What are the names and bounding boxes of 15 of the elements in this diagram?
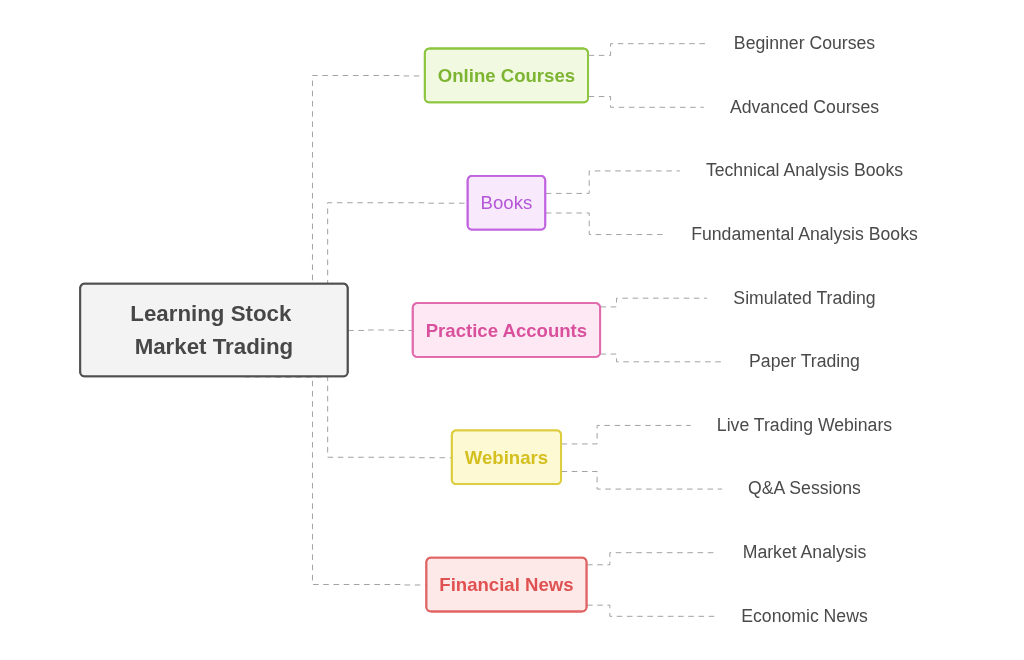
- node-text: Paper Trading: [749, 351, 860, 371]
- connector: [545, 170, 681, 194]
- node-text: Market Analysis: [742, 542, 867, 562]
- node-text: Q&A Sessions: [748, 478, 861, 499]
- connector: [561, 471, 723, 490]
- node-text: Economic News: [741, 605, 868, 626]
- node-text: Fundamental Analysis Books: [691, 224, 918, 244]
- node-text: Simulated Trading: [733, 287, 876, 308]
- connector: [588, 96, 705, 108]
- connector: [586, 604, 716, 617]
- node-text: Live Trading Webinars: [716, 414, 893, 435]
- node-text: Advanced Courses: [729, 96, 880, 117]
- node-text: Technical Analysis Books: [705, 160, 904, 180]
- connector: [561, 424, 692, 445]
- node-text: Beginner Courses: [733, 33, 876, 53]
